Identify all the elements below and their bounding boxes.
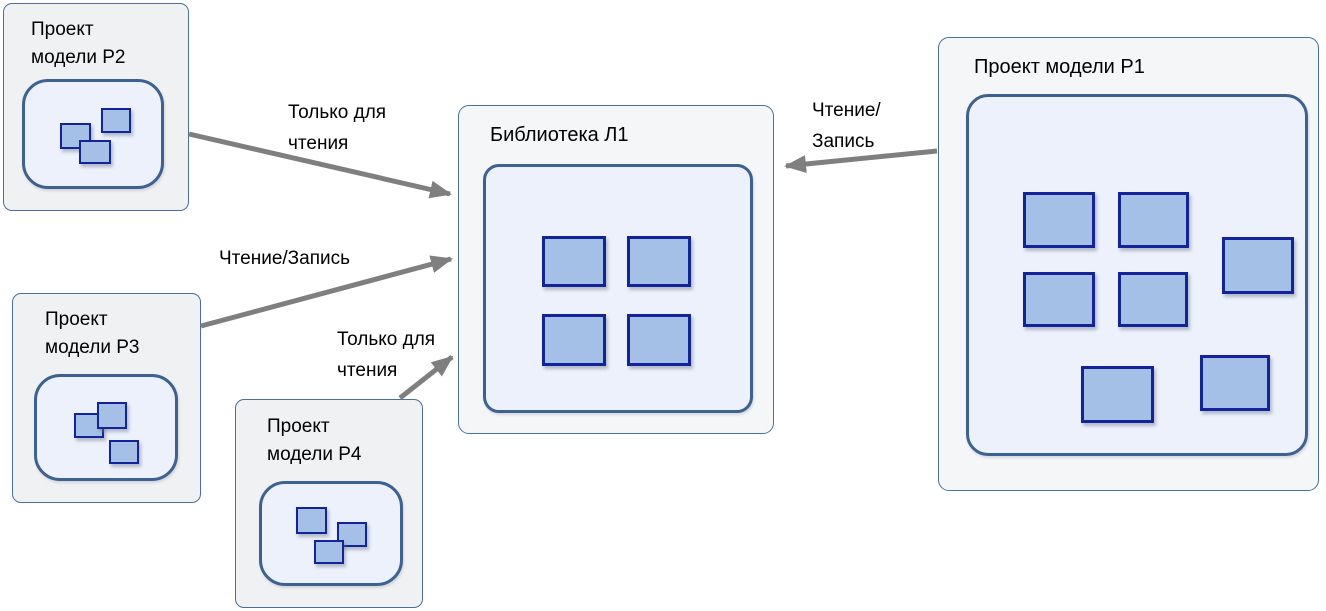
model-item-square bbox=[1023, 272, 1095, 327]
arrow-p1-to-library bbox=[784, 148, 938, 173]
model-item-square bbox=[296, 507, 327, 534]
project-p3-title-line2: модели P3 bbox=[45, 337, 140, 358]
arrow-label-p4-line1: Только для bbox=[337, 329, 436, 350]
project-p4-box: Проект модели P4 bbox=[235, 399, 423, 608]
model-item-square bbox=[1200, 355, 1270, 411]
arrow-label-p2: Только для чтения bbox=[288, 97, 386, 159]
model-item-square bbox=[1118, 192, 1189, 248]
model-item-square bbox=[1222, 237, 1294, 294]
arrow-label-p4: Только для чтения bbox=[337, 324, 435, 386]
arrow-p2-to-library bbox=[188, 131, 452, 199]
model-item-square bbox=[337, 522, 367, 547]
project-p2-model-container bbox=[22, 79, 164, 189]
model-item-square bbox=[79, 140, 111, 164]
project-p1-model-container bbox=[966, 94, 1308, 456]
arrow-label-p2-line1: Только для bbox=[288, 102, 387, 123]
model-item-square bbox=[1118, 272, 1188, 327]
project-p3-box: Проект модели P3 bbox=[12, 293, 201, 503]
arrow-p4-to-library bbox=[398, 355, 454, 400]
project-p4-title-line1: Проект bbox=[267, 416, 330, 437]
arrow-label-p4-line2: чтения bbox=[337, 360, 398, 381]
project-p3-title-line1: Проект bbox=[45, 309, 108, 330]
model-item-square bbox=[627, 314, 691, 366]
arrow-label-p3: Чтение/Запись bbox=[219, 248, 351, 269]
arrow-p3-to-library bbox=[200, 255, 453, 329]
project-p3-title: Проект модели P3 bbox=[45, 306, 139, 362]
model-item-square bbox=[542, 236, 606, 287]
project-p3-model-container bbox=[34, 374, 178, 481]
project-p2-box: Проект модели P2 bbox=[3, 3, 189, 211]
project-p4-title: Проект модели P4 bbox=[267, 413, 361, 469]
library-box: Библиотека Л1 bbox=[458, 105, 774, 434]
arrow-label-p2-line2: чтения bbox=[288, 133, 349, 154]
model-item-square bbox=[101, 108, 131, 133]
model-item-square bbox=[627, 236, 691, 287]
model-item-square bbox=[97, 402, 127, 429]
arrow-label-p1: Чтение/ Запись bbox=[812, 95, 881, 157]
model-item-square bbox=[1023, 192, 1095, 248]
model-item-square bbox=[542, 314, 606, 366]
library-model-container bbox=[483, 164, 753, 413]
arrow-label-p1-line2: Запись bbox=[812, 131, 875, 152]
project-p1-box: Проект модели P1 bbox=[938, 37, 1319, 491]
arrow-label-p1-line1: Чтение/ bbox=[812, 100, 881, 121]
model-item-square bbox=[1081, 366, 1154, 423]
project-p2-title: Проект модели P2 bbox=[31, 16, 125, 72]
project-p1-title: Проект модели P1 bbox=[974, 56, 1145, 78]
library-title: Библиотека Л1 bbox=[490, 124, 629, 146]
project-p2-title-line2: модели P2 bbox=[31, 47, 126, 68]
project-p4-model-container bbox=[259, 481, 403, 586]
model-item-square bbox=[109, 440, 139, 464]
project-p2-title-line1: Проект bbox=[31, 19, 94, 40]
project-p4-title-line2: модели P4 bbox=[267, 444, 362, 465]
model-item-square bbox=[314, 540, 344, 564]
